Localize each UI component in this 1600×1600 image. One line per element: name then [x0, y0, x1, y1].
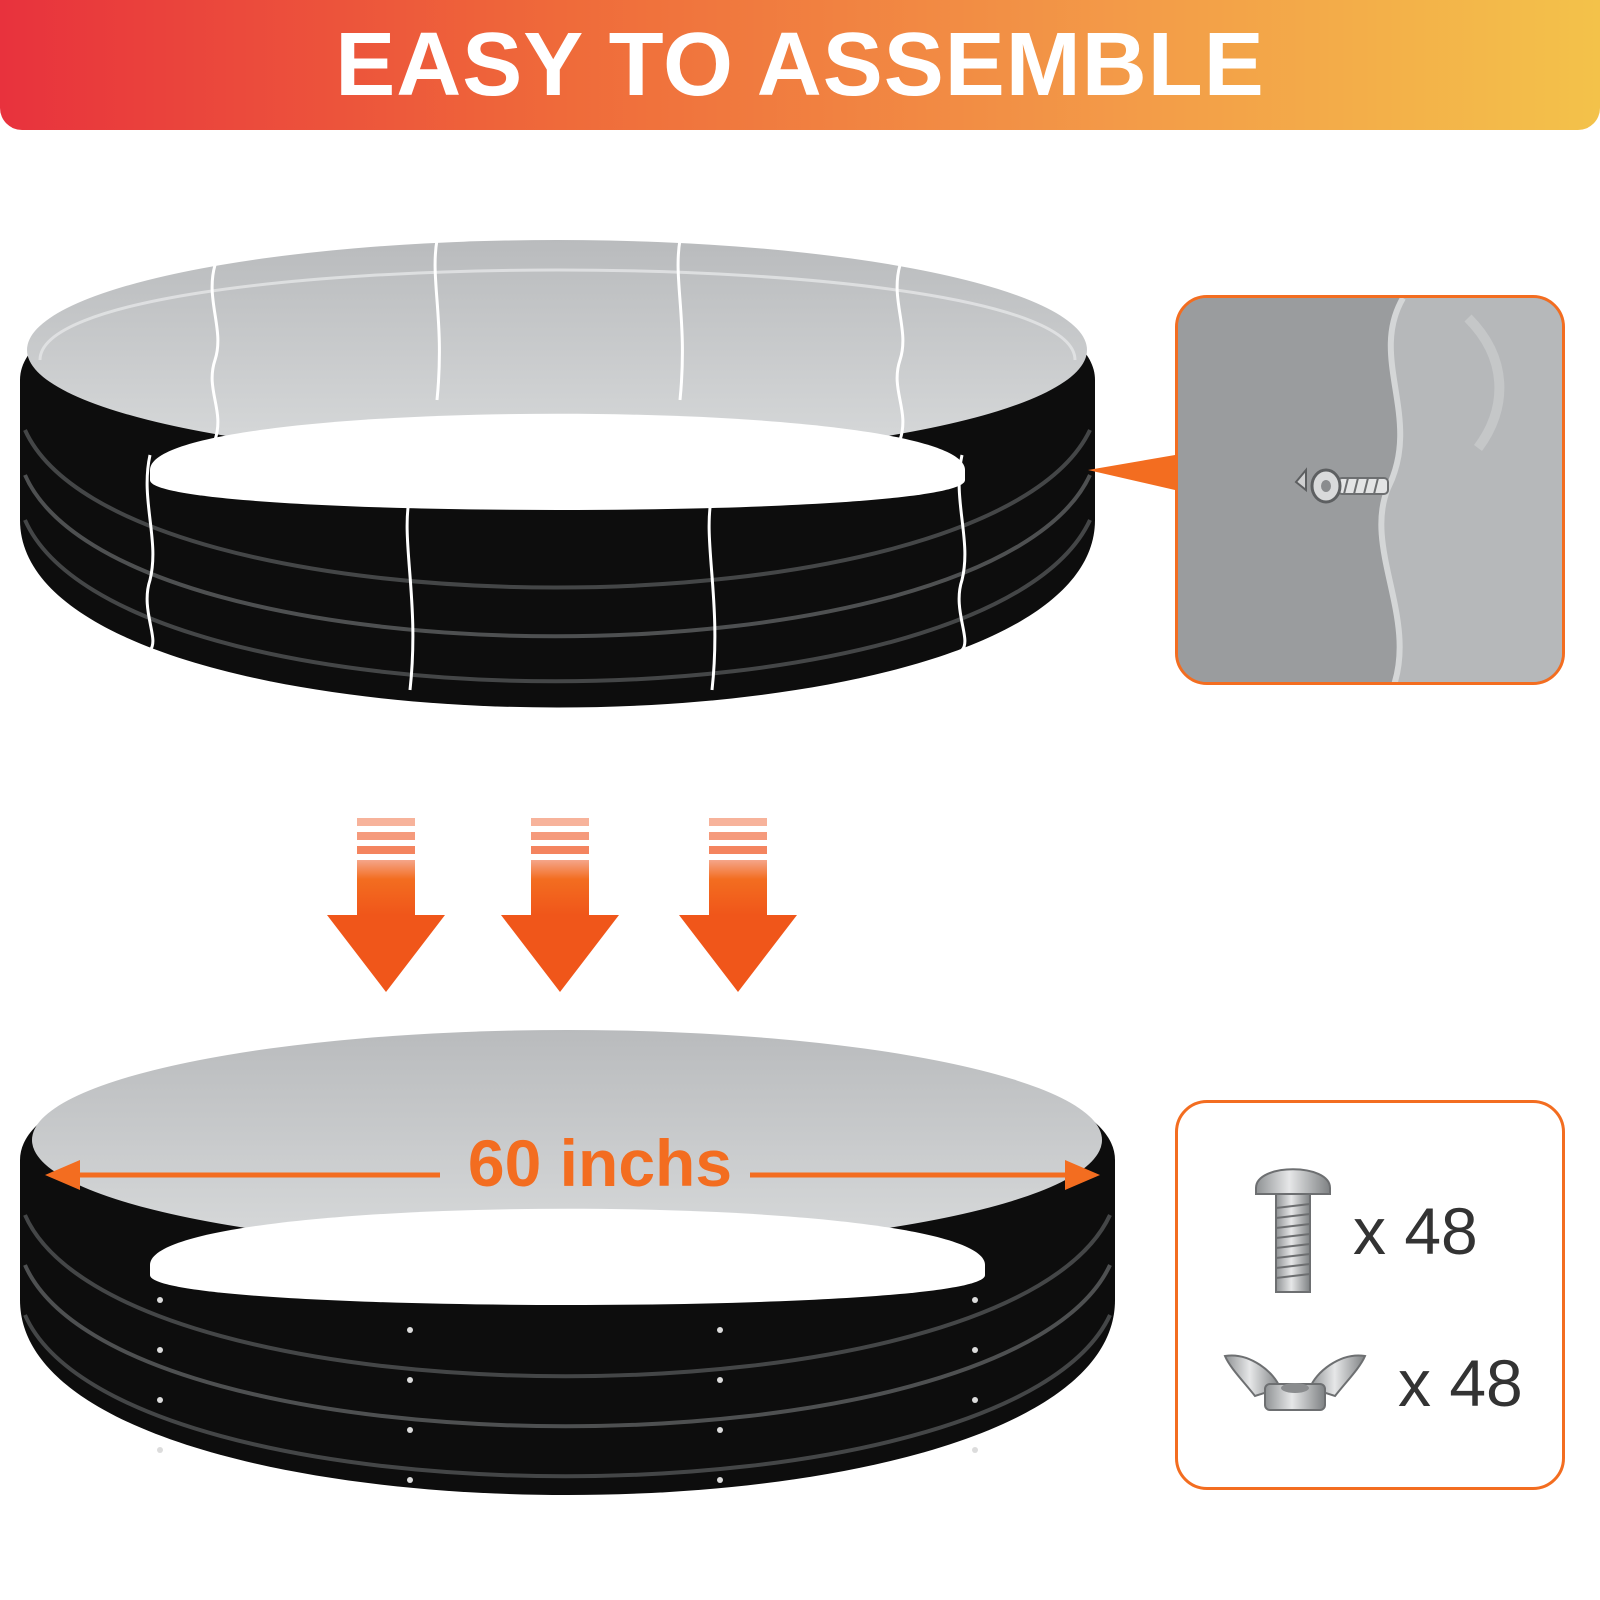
- bolt-quantity: x 48: [1353, 1194, 1478, 1268]
- down-arrow-icon: [327, 818, 445, 992]
- down-arrow-icon: [679, 818, 797, 992]
- wing-nut-icon: [1223, 1354, 1367, 1411]
- dimension-arrow: [45, 1160, 1100, 1190]
- header-banner: EASY TO ASSEMBLE: [0, 0, 1600, 130]
- down-arrow-icon: [501, 818, 619, 992]
- wingnut-quantity: x 48: [1398, 1346, 1523, 1420]
- raised-bed-top: [20, 239, 1095, 708]
- diameter-label: 60 inchs: [467, 1126, 733, 1200]
- connection-detail-callout: [1175, 295, 1565, 685]
- down-arrows: [327, 818, 797, 992]
- hardware-included-box: x 48 x 48: [1175, 1100, 1565, 1490]
- raised-bed-bottom: [20, 1030, 1115, 1495]
- page-title: EASY TO ASSEMBLE: [335, 14, 1265, 115]
- screw-connection-icon: [1178, 298, 1562, 682]
- bolt-icon: [1255, 1168, 1331, 1293]
- callout-pointer: [1088, 455, 1175, 490]
